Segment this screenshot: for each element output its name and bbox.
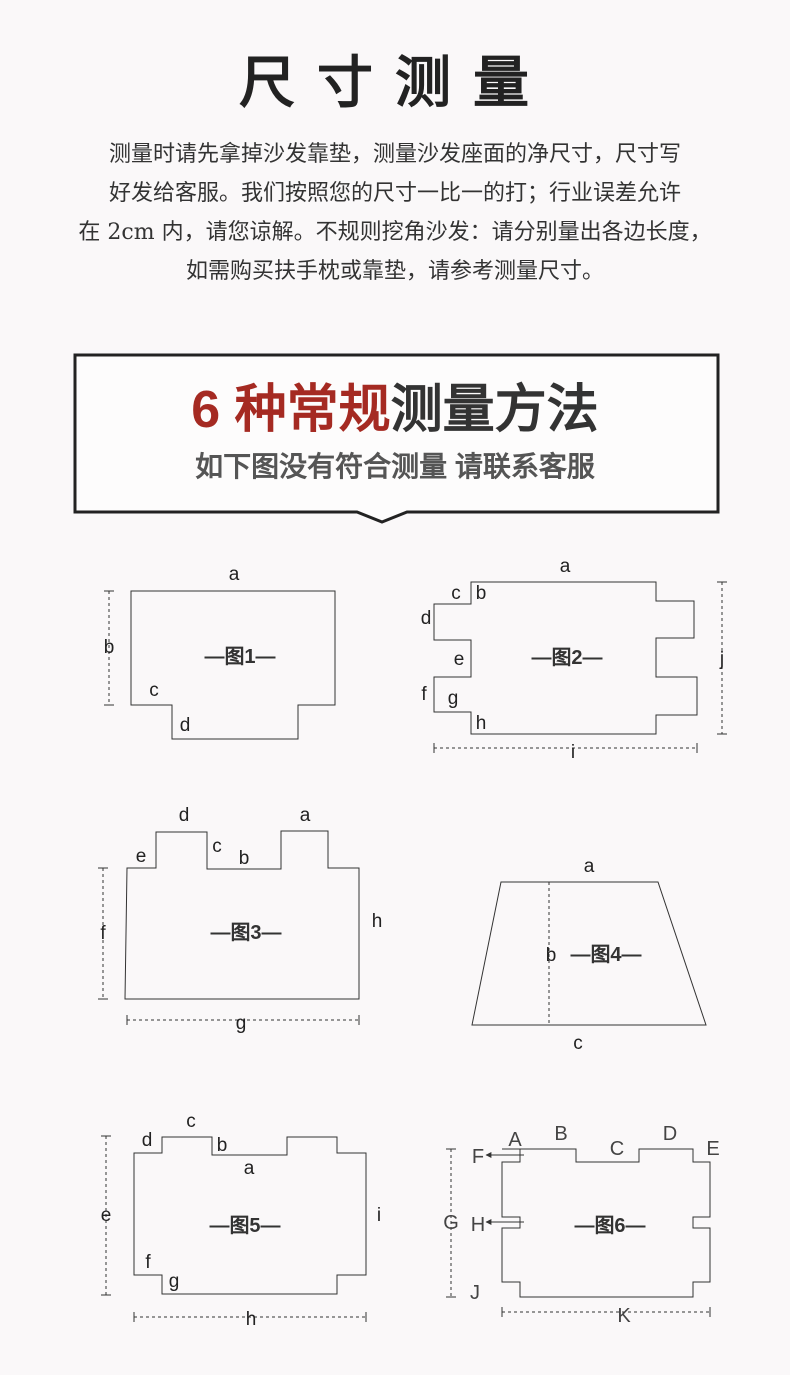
intro-line: 测量时请先拿掉沙发靠垫，测量沙发座面的净尺寸，尺寸写 — [108, 142, 681, 167]
figure-5-label-f: f — [145, 1252, 151, 1273]
figure-5-label-c: c — [186, 1111, 196, 1132]
figure-5 — [101, 1135, 367, 1322]
figure-2-label-i: i — [571, 742, 575, 763]
figure-1-label-d: d — [180, 715, 191, 736]
banner-subtitle: 如下图没有符合测量 请联系客服 — [195, 451, 595, 482]
figure-3-label-e: e — [136, 846, 147, 867]
figure-5-label-a: a — [244, 1158, 255, 1179]
figure-2-caption: —图2— — [531, 646, 602, 669]
figure-2-label-h: h — [476, 713, 487, 734]
figure-1 — [104, 590, 336, 740]
figure-2-label-f: f — [421, 684, 427, 705]
intro-line: 如需购买扶手枕或靠垫，请参考测量尺寸。 — [185, 259, 604, 284]
figure-5-label-h: h — [246, 1309, 257, 1330]
figure-6-label-H: H — [471, 1214, 485, 1236]
figure-4-label-b: b — [546, 945, 557, 966]
figure-2-label-d: d — [421, 608, 432, 629]
figure-6-label-K: K — [617, 1305, 631, 1327]
figure-3-label-d: d — [179, 805, 190, 826]
figure-5-label-i: i — [377, 1205, 381, 1226]
figure-4-label-c: c — [573, 1033, 583, 1054]
figure-1-label-b: b — [104, 637, 115, 658]
figure-4-caption: —图4— — [570, 943, 641, 966]
banner-title: 6 种常规测量方法 — [0, 380, 790, 440]
figure-4-label-a: a — [584, 856, 595, 877]
figure-6-label-D: D — [663, 1123, 677, 1145]
figure-2-label-e: e — [454, 649, 465, 670]
figure-3 — [98, 830, 360, 1025]
banner-frame — [73, 353, 720, 524]
figure-3-label-a: a — [300, 805, 311, 826]
figure-5-label-d: d — [142, 1130, 153, 1151]
figure-3-label-h: h — [372, 911, 383, 932]
figure-6-caption: —图6— — [574, 1214, 645, 1237]
figure-2-label-a: a — [560, 556, 571, 577]
figure-6-label-B: B — [554, 1123, 567, 1145]
figure-2-label-g: g — [448, 688, 459, 709]
figure-5-label-e: e — [101, 1205, 112, 1226]
figure-5-caption: —图5— — [209, 1214, 280, 1237]
banner-title-rest: 测量方法 — [390, 381, 599, 439]
figure-3-caption: —图3— — [210, 921, 281, 944]
figure-6-label-A: A — [508, 1129, 522, 1151]
figure-1-caption: —图1— — [204, 645, 275, 668]
intro-line: 在 2cm 内，请您谅解。不规则挖角沙发：请分别量出各边长度， — [78, 220, 712, 245]
figure-5-label-b: b — [217, 1135, 228, 1156]
figure-6 — [446, 1148, 711, 1317]
figure-6-label-J: J — [470, 1282, 480, 1304]
figure-6-label-C: C — [610, 1138, 624, 1160]
intro-line: 好发给客服。我们按照您的尺寸一比一的打；行业误差允许 — [108, 181, 681, 206]
figure-2-label-c: c — [451, 583, 461, 604]
figure-3-label-c: c — [212, 836, 222, 857]
figure-2-label-j: j — [719, 649, 724, 670]
figure-6-label-G: G — [443, 1212, 459, 1234]
figure-1-label-c: c — [149, 680, 159, 701]
figure-4 — [471, 881, 707, 1026]
page-title: 尺寸测量 — [239, 50, 551, 116]
figure-3-label-b: b — [239, 848, 250, 869]
figure-2-label-b: b — [476, 583, 487, 604]
figure-6-label-E: E — [706, 1138, 719, 1160]
figure-6-arrows — [485, 1152, 524, 1225]
figure-2 — [433, 581, 727, 753]
figure-3-label-f: f — [100, 923, 106, 944]
figure-6-label-F: F — [472, 1146, 484, 1168]
figure-1-label-a: a — [229, 564, 240, 585]
banner-title-accent: 6 种常规 — [191, 381, 391, 439]
figure-3-label-g: g — [236, 1013, 247, 1034]
figure-5-label-g: g — [169, 1271, 180, 1292]
intro-text: 测量时请先拿掉沙发靠垫，测量沙发座面的净尺寸，尺寸写 好发给客服。我们按照您的尺… — [70, 135, 720, 291]
